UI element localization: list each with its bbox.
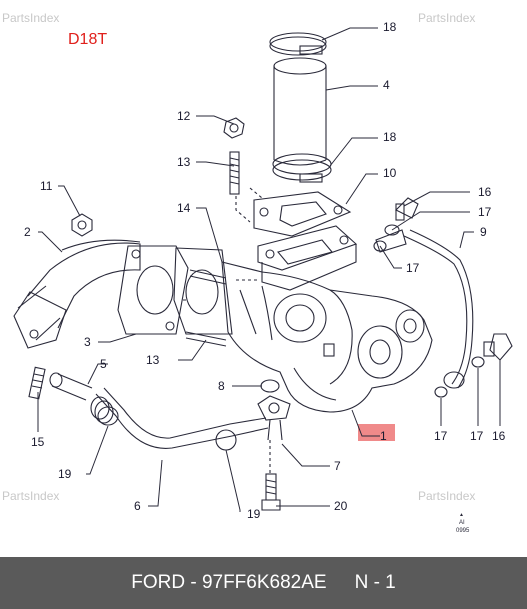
watermark: PartsIndex: [418, 489, 475, 503]
washer-17[interactable]: [434, 386, 448, 398]
watermark: PartsIndex: [2, 11, 59, 25]
callout-4: 4: [383, 78, 390, 92]
callout-19: 19: [247, 507, 261, 521]
hose-5[interactable]: [49, 372, 114, 424]
callout-7: 7: [334, 459, 341, 473]
intake-hose[interactable]: [273, 57, 327, 166]
stud-13-lower[interactable]: [185, 269, 227, 347]
callout-18: 18: [383, 20, 397, 34]
part-number: FORD - 97FF6K682AE: [131, 572, 327, 593]
callout-2: 2: [24, 225, 31, 239]
callout-1: 1: [380, 429, 387, 443]
callout-17: 17: [406, 261, 420, 275]
nut-11[interactable]: [71, 213, 93, 237]
callout-5: 5: [100, 357, 107, 371]
part-quantity: N - 1: [354, 572, 396, 593]
callout-13: 13: [146, 353, 160, 367]
clamp-19[interactable]: [97, 406, 119, 426]
washer-17[interactable]: [384, 224, 400, 236]
bolt-20[interactable]: [261, 473, 281, 511]
plug-15[interactable]: [28, 366, 46, 400]
callout-17: 17: [434, 429, 448, 443]
callout-6: 6: [134, 499, 141, 513]
callout-16: 16: [492, 429, 506, 443]
hose-clamp-lower[interactable]: [272, 153, 332, 183]
hose-clamp-upper[interactable]: [269, 32, 327, 56]
watermark: PartsIndex: [2, 489, 59, 503]
stamp-line1: AI: [459, 520, 465, 526]
model-label: D18T: [68, 31, 107, 48]
callout-3: 3: [84, 335, 91, 349]
turbo-outlet-flange[interactable]: [257, 225, 358, 291]
banjo-bolt-16-upper[interactable]: [395, 197, 419, 221]
exploded-parts-diagram: PartsIndex PartsIndex PartsIndex PartsIn…: [2, 11, 513, 534]
callout-18: 18: [383, 130, 397, 144]
flange-3[interactable]: [117, 245, 189, 335]
callout-9: 9: [480, 225, 487, 239]
drain-pipe-6[interactable]: [95, 387, 269, 449]
callout-15: 15: [31, 435, 45, 449]
callout-11: 11: [40, 179, 53, 193]
exhaust-pipe-2[interactable]: [13, 239, 141, 349]
gasket-10[interactable]: [253, 191, 352, 237]
clamp-19[interactable]: [215, 429, 237, 451]
highlight-marker: [358, 424, 395, 441]
washer-17[interactable]: [471, 356, 485, 368]
oil-drain-flange-7[interactable]: [257, 395, 291, 441]
stamp-symbol: ▲: [459, 512, 464, 518]
callout-10: 10: [383, 166, 397, 180]
turbocharger-1[interactable]: [221, 261, 433, 413]
callout-19: 19: [58, 467, 72, 481]
washer-17[interactable]: [373, 240, 387, 252]
part-footer: FORD - 97FF6K682AE N - 1: [0, 557, 527, 609]
callout-14: 14: [177, 201, 191, 215]
callout-17: 17: [470, 429, 484, 443]
watermark: PartsIndex: [418, 11, 475, 25]
oil-feed-pipe-9[interactable]: [375, 229, 474, 389]
callout-8: 8: [218, 379, 225, 393]
callout-20: 20: [334, 499, 348, 513]
banjo-bolt-16-lower[interactable]: [483, 333, 513, 361]
gasket-14[interactable]: [173, 247, 233, 335]
callout-17: 17: [478, 205, 492, 219]
gasket-8[interactable]: [260, 379, 280, 393]
callout-13: 13: [177, 155, 191, 169]
callout-12: 12: [177, 109, 191, 123]
callout-16: 16: [478, 185, 492, 199]
stamp-line2: 0995: [456, 528, 470, 534]
stud-13-upper[interactable]: [229, 151, 240, 195]
